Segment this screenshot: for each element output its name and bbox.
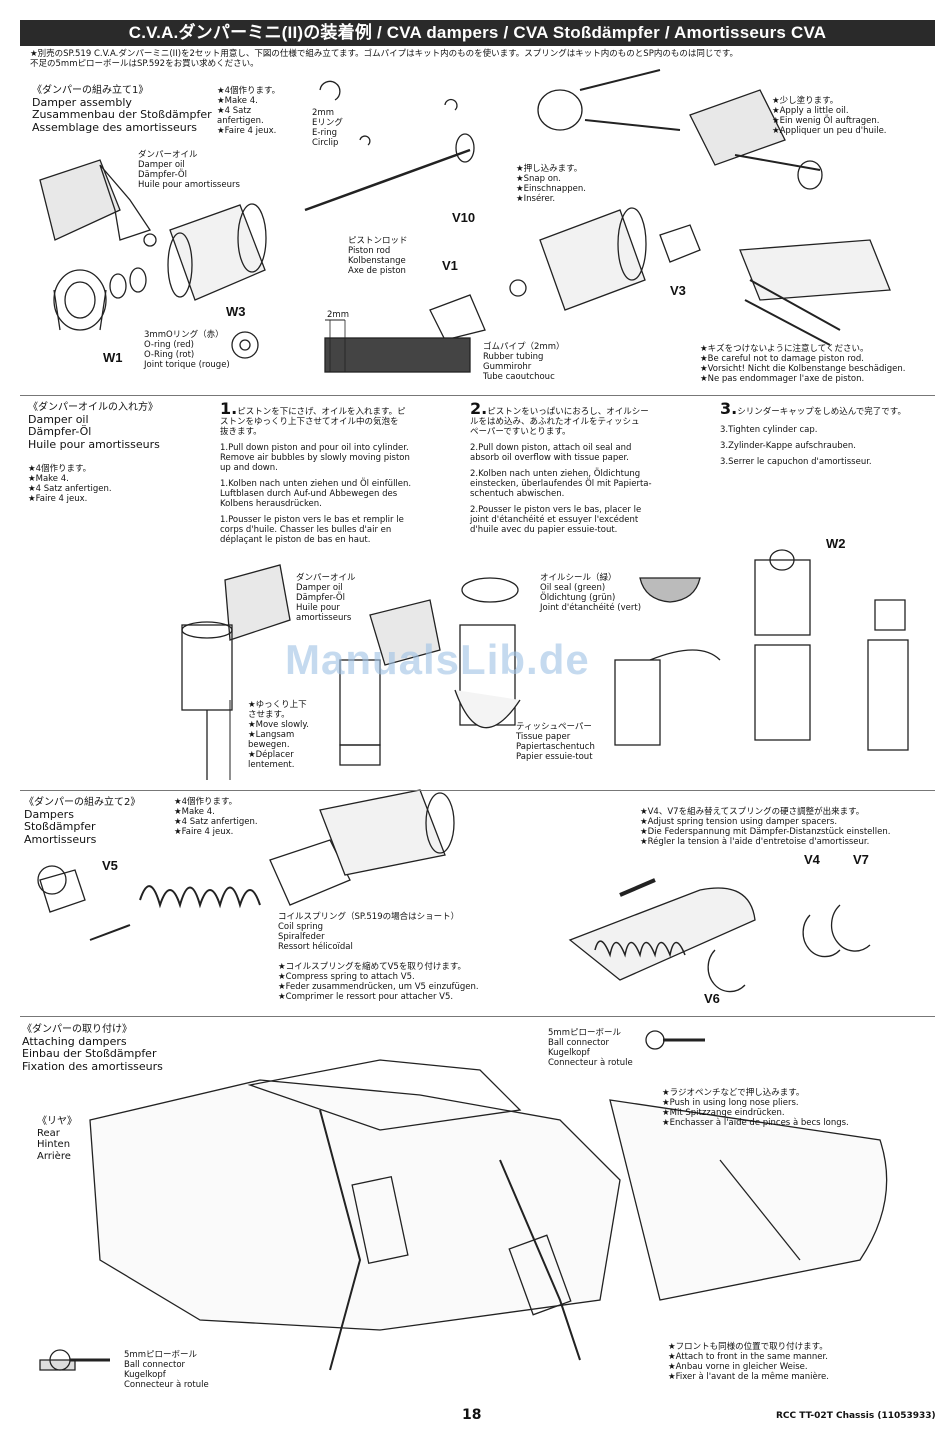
page-number: 18 <box>462 1407 482 1423</box>
move-slowly-note: ★ゆっくり上下 させます。 ★Move slowly. ★Langsam bew… <box>248 700 309 770</box>
section-divider-1 <box>20 395 935 396</box>
part-label-v6: V6 <box>704 991 720 1006</box>
piston-rod-illustration <box>304 80 475 212</box>
dampers-heading: 《ダンパーの組み立て2》 Dampers Stoßdämpfer Amortis… <box>24 797 141 846</box>
part-label-v5: V5 <box>102 858 118 873</box>
oil-bottle-right-illustration <box>689 89 891 346</box>
oil-make4-note: ★4個作ります。 ★Make 4. ★4 Satz anfertigen. ★F… <box>28 464 112 504</box>
oil-filling-illustrations <box>181 549 909 780</box>
oring-label: 3mmOリング（赤） O-ring (red) O-Ring (rot) Joi… <box>144 330 230 370</box>
assembled-damper-illustration <box>568 878 871 993</box>
ball-connector-bottom-label: 5mmピローボール Ball connector Kugelkopf Conne… <box>124 1350 209 1390</box>
part-label-v7: V7 <box>853 852 869 867</box>
chassis-illustration <box>39 1030 888 1371</box>
section-divider-2 <box>20 790 935 791</box>
ball-connector-top-label: 5mmピローボール Ball connector Kugelkopf Conne… <box>548 1028 633 1068</box>
damper-oil-label: ダンパーオイル Damper oil Dämpfer-Öl Huile pour… <box>138 150 240 190</box>
coil-spring-label: コイルスプリング（SP.519の場合はショート） Coil spring Spi… <box>278 912 460 952</box>
step-2: 2.ピストンをいっぱいにおろし、オイルシー ルをはめ込み、あふれたオイルをティッ… <box>470 399 652 536</box>
oil-seal-label: オイルシール（緑） Oil seal (green) Öldichtung (g… <box>540 573 642 613</box>
part-label-w2: W2 <box>826 536 846 551</box>
part-label-v10: V10 <box>452 210 476 225</box>
rubber-tube-gauge <box>324 319 471 373</box>
rear-label: 《リヤ》 Rear Hinten Arrière <box>37 1116 77 1162</box>
rubber-tube-size-label: 2mm <box>327 310 349 320</box>
oring-shape <box>109 273 127 299</box>
oil-filling-heading: 《ダンパーオイルの入れ方》 Damper oil Dämpfer-Öl Huil… <box>28 402 160 451</box>
w1-cap-illustration <box>53 269 107 331</box>
model-name: RCC TT-02T Chassis (11053933) <box>776 1411 936 1421</box>
part-label-w3: W3 <box>226 304 246 319</box>
damper-assembly-heading: 《ダンパーの組み立て1》 Damper assembly Zusammenbau… <box>32 85 212 134</box>
part-label-v1: V1 <box>442 258 458 273</box>
make4-note: ★4個作ります。 ★Make 4. ★4 Satz anfertigen. ★F… <box>217 86 281 136</box>
watermark: ManualsLib.de <box>285 636 590 683</box>
part-label-w1: W1 <box>103 350 123 365</box>
snap-on-note: ★押し込みます。 ★Snap on. ★Einschnappen. ★Insér… <box>516 164 586 204</box>
attaching-heading: 《ダンパーの取り付け》 Attaching dampers Einbau der… <box>22 1024 163 1073</box>
eclip-label: 2mm Eリング E-ring Circlip <box>312 108 343 148</box>
pliers-note: ★ラジオペンチなどで押し込みます。 ★Push in using long no… <box>662 1088 849 1128</box>
step-3: 3.シリンダーキャップをしめ込んで完了です。 3.Tighten cylinde… <box>720 399 906 468</box>
pliers-illustration <box>537 69 681 131</box>
rubber-tubing-label: ゴムパイプ（2mm） Rubber tubing Gummirohr Tube … <box>483 342 565 382</box>
section-divider-3 <box>20 1016 935 1017</box>
damper-body-illustration <box>429 207 701 341</box>
page-header: C.V.A.ダンパーミニ(II)の装着例 / CVA dampers / CVA… <box>20 20 935 46</box>
step-1: 1.ピストンを下にさげ、オイルを入れます。ピ ストンをゆっくり上下させてオイル中… <box>220 399 412 546</box>
piston-rod-label: ピストンロッド Piston rod Kolbenstange Axe de p… <box>348 236 408 276</box>
coil-spring-illustration <box>37 789 455 941</box>
front-note: ★フロントも同様の位置で取り付けます。 ★Attach to front in … <box>668 1342 829 1382</box>
part-label-v3: V3 <box>670 283 686 298</box>
little-oil-note: ★少し塗ります。 ★Apply a little oil. ★Ein wenig… <box>772 96 887 136</box>
top-note: ★別売のSP.519 C.V.A.ダンパーミニ(II)を2セット用意し、下図の仕… <box>30 49 738 69</box>
adjust-note: ★V4、V7を組み替えてスプリングの硬さ調整が出来ます。 ★Adjust spr… <box>640 807 891 847</box>
oil-bottle-illustration <box>39 159 157 247</box>
part-label-v4: V4 <box>804 852 820 867</box>
careful-note: ★キズをつけないように注意してください。 ★Be careful not to … <box>700 344 906 384</box>
tissue-paper-label: ティッシュペーパー Tissue paper Papiertaschentuch… <box>516 722 595 762</box>
dampers-make4-note: ★4個作ります。 ★Make 4. ★4 Satz anfertigen. ★F… <box>174 797 258 837</box>
compress-note: ★コイルスプリングを縮めてV5を取り付けます。 ★Compress spring… <box>278 962 479 1002</box>
oil-damper-oil-label: ダンパーオイル Damper oil Dämpfer-Öl Huile pour… <box>296 573 356 623</box>
w3-cylinder-illustration <box>167 203 267 301</box>
